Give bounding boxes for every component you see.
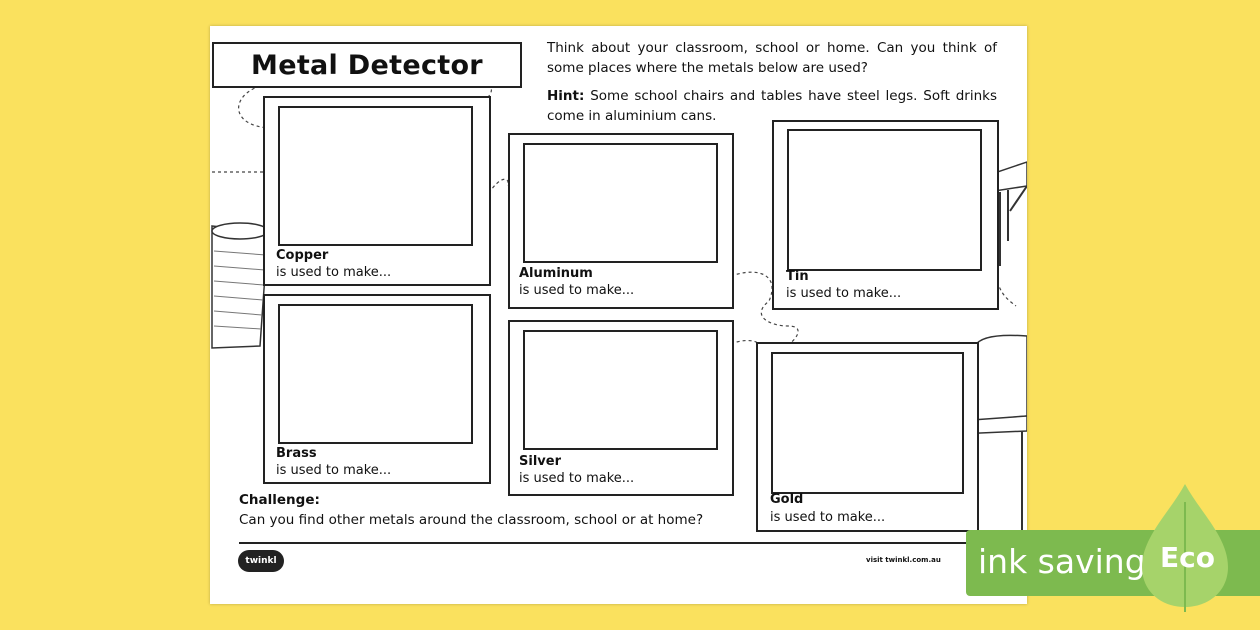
frame-copper: Copper is used to make... [263,96,491,286]
cup-illustration [211,222,269,349]
frame-silver: Silver is used to make... [508,320,734,496]
drawing-area-brass[interactable] [278,304,473,444]
use-label-brass: is used to make... [276,463,392,478]
drawing-area-tin[interactable] [787,129,982,271]
metal-label-copper: Copper [276,248,329,263]
hint-text: Some school chairs and tables have steel… [547,88,998,124]
leaf-icon [1142,484,1228,612]
metal-label-aluminum: Aluminum [519,266,593,281]
instructions: Think about your classroom, school or ho… [547,38,997,134]
drawing-area-silver[interactable] [523,330,718,450]
site-url: visit twinkl.com.au [866,556,941,564]
frame-aluminum: Aluminum is used to make... [508,133,734,309]
use-label-gold: is used to make... [770,510,886,525]
title-banner: Metal Detector [212,42,522,88]
hint-paragraph: Hint: Some school chairs and tables have… [547,86,997,126]
drawing-area-aluminum[interactable] [523,143,718,263]
drawing-area-copper[interactable] [278,106,473,246]
use-label-tin: is used to make... [786,286,902,301]
metal-label-silver: Silver [519,454,561,469]
worksheet: Metal Detector Think about your classroo… [210,26,1027,604]
drawing-area-gold[interactable] [771,352,964,494]
challenge-section: Challenge: Can you find other metals aro… [239,490,703,530]
eco-label: Eco [1160,541,1215,574]
hint-label: Hint: [547,88,585,104]
challenge-title: Challenge: [239,492,320,508]
use-label-aluminum: is used to make... [519,283,635,298]
use-label-copper: is used to make... [276,265,392,280]
use-label-silver: is used to make... [519,471,635,486]
challenge-text: Can you find other metals around the cla… [239,512,704,528]
frame-tin: Tin is used to make... [772,120,999,310]
metal-label-brass: Brass [276,446,317,461]
frame-brass: Brass is used to make... [263,294,491,484]
footer-divider [239,542,999,544]
metal-label-gold: Gold [770,492,804,507]
worksheet-title: Metal Detector [251,49,483,81]
intro-text: Think about your classroom, school or ho… [547,40,997,76]
frame-gold: Gold is used to make... [756,342,979,532]
twinkl-logo: twinkl [238,550,284,572]
metal-label-tin: Tin [786,269,809,284]
ink-saving-label: ink saving [978,542,1146,581]
